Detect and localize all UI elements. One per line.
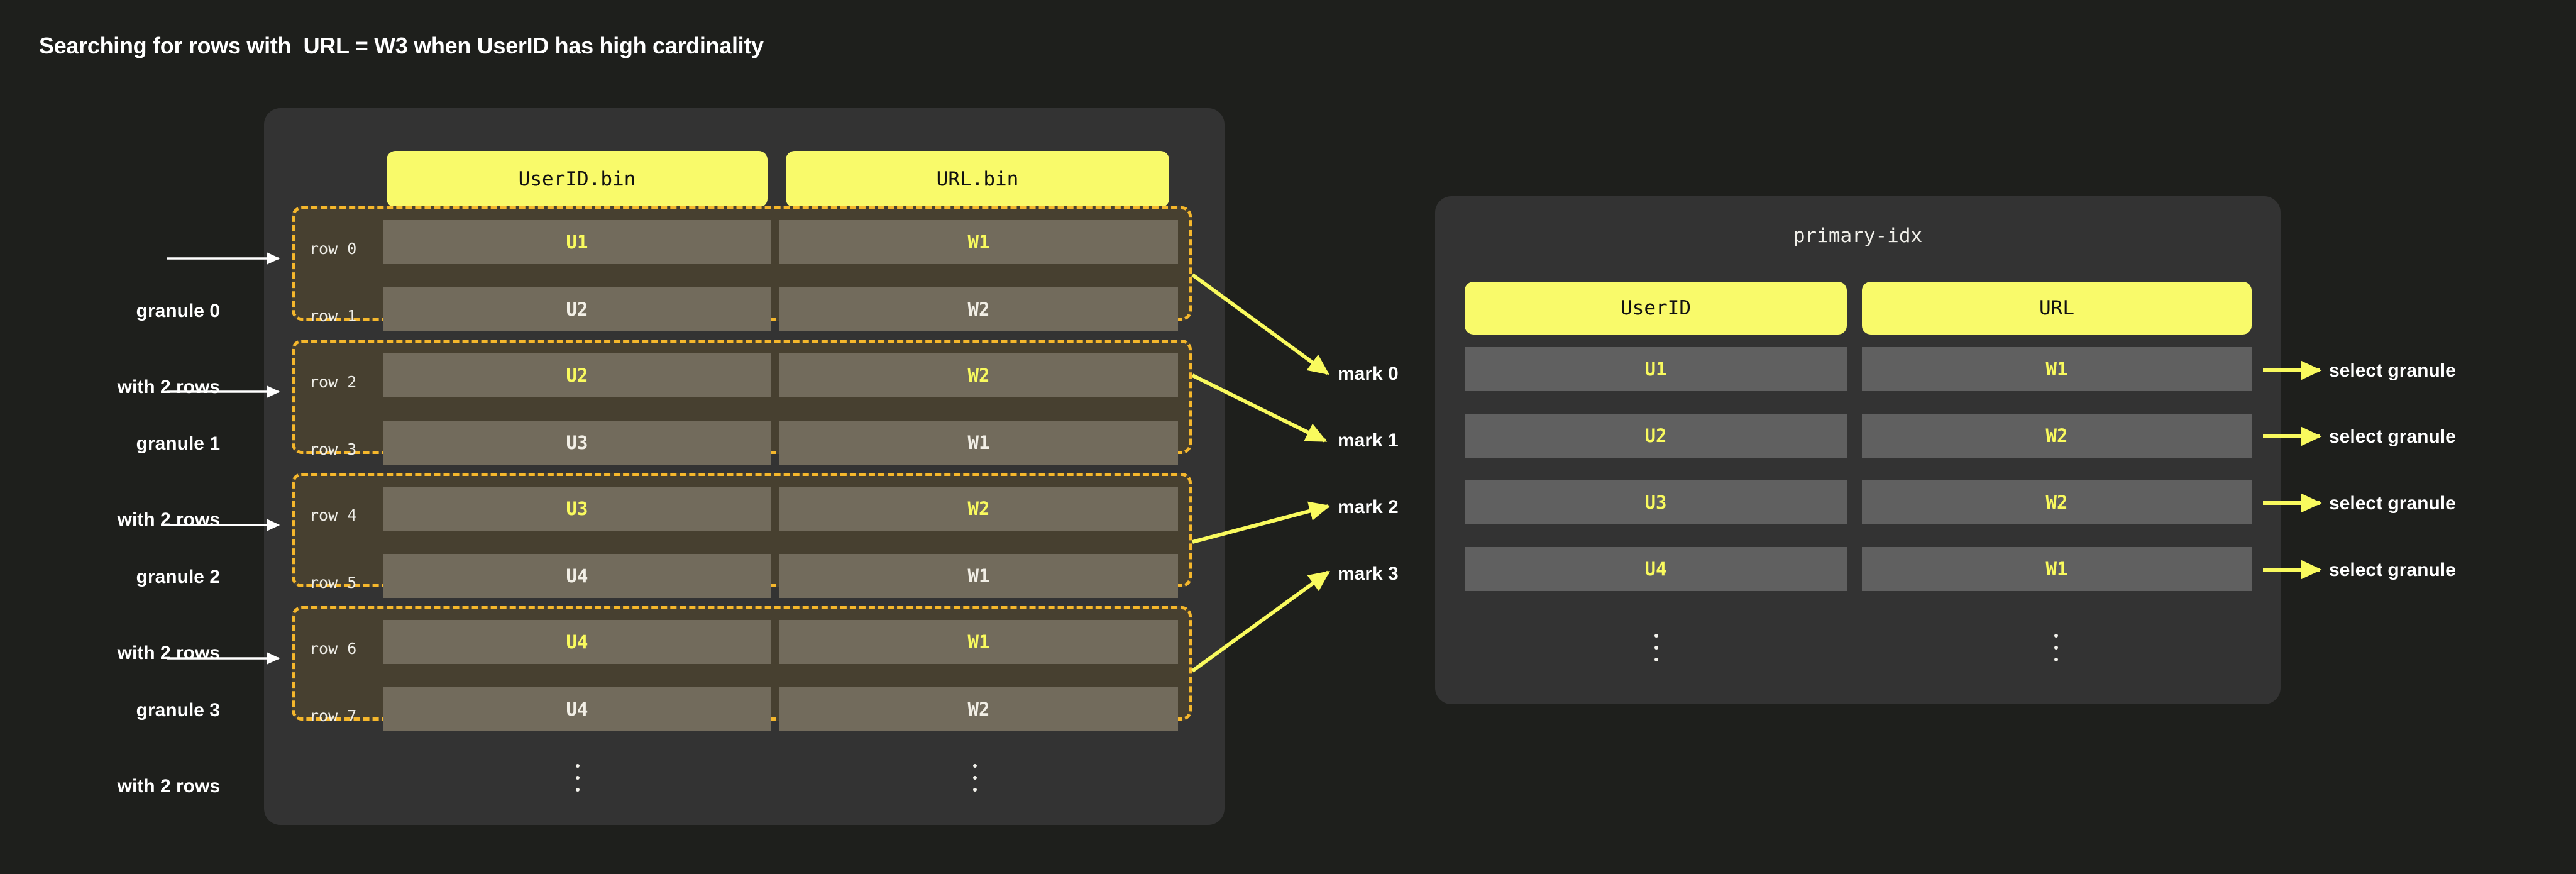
cell-url-row-0: W1 <box>779 220 1178 264</box>
index-cell-userid-2: U3 <box>1465 480 1847 524</box>
index-column-header-url[interactable]: URL <box>1862 282 2252 335</box>
cell-url-row-4: W2 <box>779 487 1178 531</box>
index-column-header-userid[interactable]: UserID <box>1465 282 1847 335</box>
index-cell-url-0: W1 <box>1862 347 2252 391</box>
cell-userid-row-1: U2 <box>383 287 771 331</box>
index-cell-url-2: W2 <box>1862 480 2252 524</box>
cell-userid-row-0: U1 <box>383 220 771 264</box>
index-column-header-label: UserID <box>1621 297 1691 319</box>
index-cell-userid-1: U2 <box>1465 414 1847 458</box>
select-granule-label-2: select granule <box>2329 493 2456 514</box>
granule-note-line1: granule 3 <box>136 700 220 721</box>
column-header-userid-bin[interactable]: UserID.bin <box>387 151 768 207</box>
ellipsis-index-url-column <box>2054 634 2058 661</box>
select-granule-label-1: select granule <box>2329 426 2456 447</box>
index-cell-url-1: W2 <box>1862 414 2252 458</box>
row-label-5: row 5 <box>309 573 357 592</box>
cell-url-row-3: W1 <box>779 421 1178 465</box>
index-cell-url-3: W1 <box>1862 547 2252 591</box>
row-label-0: row 0 <box>309 239 357 258</box>
mark-label-3: mark 3 <box>1338 563 1399 584</box>
granule-note-line1: granule 0 <box>136 301 220 322</box>
cell-url-row-7: W2 <box>779 687 1178 731</box>
column-header-url-bin[interactable]: URL.bin <box>786 151 1169 207</box>
granule-note-line1: granule 1 <box>136 433 220 455</box>
granule-note-0: granule 0 with 2 rows <box>38 248 220 451</box>
column-header-label: UserID.bin <box>518 168 636 191</box>
page-title: Searching for rows with URL = W3 when Us… <box>39 33 764 58</box>
ellipsis-url-column <box>973 764 977 792</box>
row-label-1: row 1 <box>309 306 357 325</box>
ellipsis-userid-column <box>576 764 580 792</box>
cell-userid-row-4: U3 <box>383 487 771 531</box>
cell-userid-row-3: U3 <box>383 421 771 465</box>
column-header-label: URL.bin <box>936 168 1019 191</box>
granule-note-line1: granule 2 <box>136 567 220 588</box>
cell-userid-row-5: U4 <box>383 554 771 598</box>
mark-label-2: mark 2 <box>1338 497 1399 517</box>
granule-note-3: granule 3 with 2 rows <box>38 648 220 850</box>
granule-note-line2: with 2 rows <box>117 509 220 530</box>
granule-note-line2: with 2 rows <box>117 775 220 797</box>
row-label-4: row 4 <box>309 506 357 524</box>
row-label-7: row 7 <box>309 706 357 725</box>
select-granule-label-0: select granule <box>2329 360 2456 381</box>
select-granule-label-3: select granule <box>2329 560 2456 580</box>
cell-url-row-5: W1 <box>779 554 1178 598</box>
cell-userid-row-6: U4 <box>383 620 771 664</box>
index-cell-userid-3: U4 <box>1465 547 1847 591</box>
cell-url-row-6: W1 <box>779 620 1178 664</box>
row-label-6: row 6 <box>309 639 357 658</box>
granule-note-1: granule 1 with 2 rows <box>38 381 220 584</box>
primary-index-title: primary-idx <box>1793 224 1923 247</box>
row-label-3: row 3 <box>309 440 357 458</box>
mark-label-0: mark 0 <box>1338 363 1399 384</box>
row-label-2: row 2 <box>309 372 357 391</box>
cell-url-row-2: W2 <box>779 353 1178 397</box>
granule-note-2: granule 2 with 2 rows <box>38 514 220 717</box>
cell-userid-row-7: U4 <box>383 687 771 731</box>
index-column-header-label: URL <box>2039 297 2074 319</box>
cell-url-row-1: W2 <box>779 287 1178 331</box>
granule-note-line2: with 2 rows <box>117 642 220 663</box>
cell-userid-row-2: U2 <box>383 353 771 397</box>
mark-label-1: mark 1 <box>1338 430 1399 451</box>
ellipsis-index-userid-column <box>1654 634 1658 661</box>
index-cell-userid-0: U1 <box>1465 347 1847 391</box>
